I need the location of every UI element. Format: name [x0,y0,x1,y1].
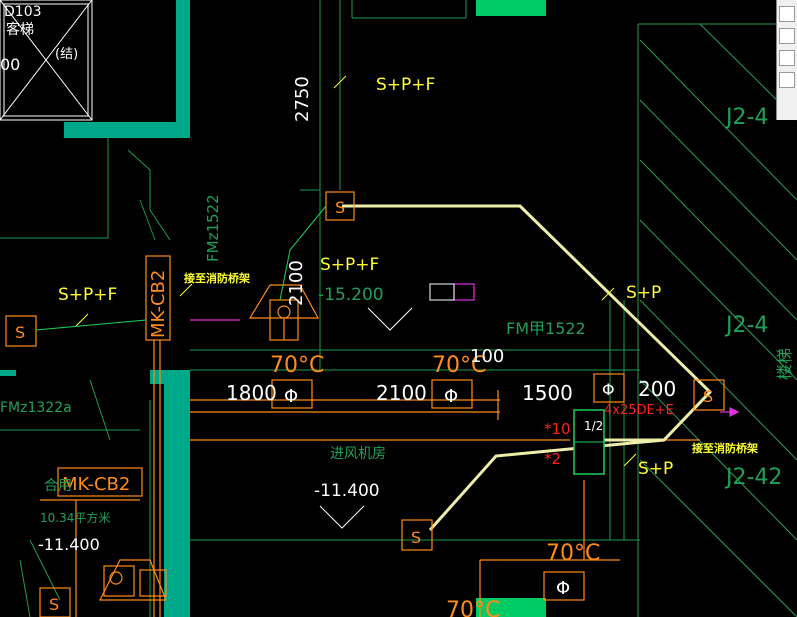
elevator-shaft [0,0,93,121]
to-fire-tray-2: 接至消防桥架 [692,441,758,455]
wire-tag-mid: S+P+F [320,255,379,275]
stair-fragment: 楼梯 [775,348,794,380]
svg-text:Φ: Φ [444,386,458,407]
junction-box: S [39,587,71,617]
fire-damper: Φ [431,379,473,409]
small-fixture [319,283,455,529]
junction-box: S [693,379,725,411]
svg-text:Φ: Φ [556,578,570,599]
toolbar-button[interactable] [779,50,795,66]
room-name: 进风机房 [330,446,386,462]
dim-2750: 2750 [292,76,313,122]
svg-text:S: S [335,198,345,217]
structure-mark: (结) [55,47,78,62]
svg-text:S: S [15,323,25,342]
toolbar-button[interactable] [779,28,795,44]
elev-minus-15200: -15.200 [318,285,384,305]
wire-tag-right: S+P [626,283,661,303]
walls [0,0,190,617]
exhaust-fan-symbol [248,284,320,341]
magenta-markers [190,283,740,417]
equipment-block-top [476,0,546,16]
mk-cb2-panel-top: MK-CB2 [145,255,171,341]
temp-70-4: 70°C [446,598,500,617]
fm-z1522: FMz1522 [204,194,222,262]
dim-1800: 1800 [226,381,277,405]
fire-damper: Φ [271,379,313,409]
elev-minus-11400-center: -11.400 [314,481,380,501]
wire-tag-left: S+P+F [58,285,117,305]
svg-text:Φ: Φ [284,386,298,407]
fm-a1522: FM甲1522 [506,319,586,338]
dim-2100-vertical: 2100 [286,260,307,306]
fire-damper: Φ [593,373,625,403]
wire-tag-lower-right: S+P [638,459,673,479]
hejian-fragment: 合用 [44,478,72,494]
temp-70-2: 70°C [432,353,486,378]
top-left-number: 00 [0,55,20,74]
svg-text:S: S [49,595,59,614]
j2-4-top: J2-4 [724,105,768,130]
dim-200: 200 [638,377,676,401]
equipment-block-bottom [476,598,546,617]
side-toolbar [776,0,797,120]
to-fire-tray-1: 接至消防桥架 [184,271,250,285]
j2-42: J2-42 [724,465,782,490]
svg-text:S: S [703,387,713,406]
wire-tag-top: S+P+F [376,75,435,95]
fire-damper: Φ [543,571,585,601]
svg-text:MK-CB2: MK-CB2 [148,270,169,338]
exhaust-fan-symbol [99,559,167,601]
dim-100: 100 [470,346,504,367]
highlighted-cable-route [342,204,713,531]
svg-text:S: S [411,528,421,547]
area-1034: 10.34平方米 [40,510,110,525]
svg-text:Φ: Φ [602,380,615,399]
green-wire [35,205,327,331]
red-x10: *10 [544,420,571,438]
top-left-code: D103 [4,4,42,20]
elevator-text: 客梯 [6,21,34,38]
cabinet-label: 1/2 [584,419,603,433]
elev-minus-11400-left: -11.400 [38,535,100,554]
toolbar-button[interactable] [779,6,795,22]
svg-text:MK-CB2: MK-CB2 [62,474,130,495]
red-sde: 4x25DE+E [604,403,674,418]
fm-z1322a: FMz1322a [0,400,72,416]
toolbar-button[interactable] [779,72,795,88]
temp-70-1: 70°C [270,353,324,378]
red-x2: *2 [544,450,561,468]
dim-2100: 2100 [376,381,427,405]
mk-cb2-panel-bottom: MK-CB2 [57,467,143,497]
distribution-cabinet[interactable]: 1/2 [573,409,605,475]
j2-4-mid: J2-4 [724,313,768,338]
temp-70-3: 70°C [546,541,600,566]
dim-1500: 1500 [522,381,573,405]
junction-box: S [5,315,37,347]
junction-box: S [401,519,433,551]
tag-ticks [75,75,637,467]
